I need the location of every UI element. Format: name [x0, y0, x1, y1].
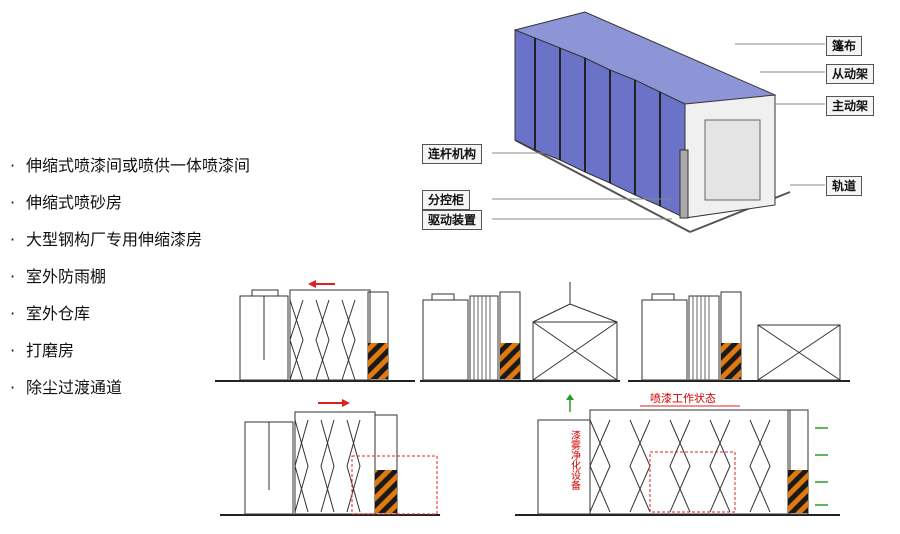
- callout-leaders: [492, 43, 825, 220]
- feature-item: · 室外仓库: [10, 304, 250, 341]
- schematic-extend: [220, 399, 440, 516]
- feature-text: 打磨房: [26, 341, 75, 360]
- feature-item: · 大型钢构厂专用伸缩漆房: [10, 230, 250, 267]
- bullet-dot: ·: [10, 230, 16, 249]
- feature-text: 伸缩式喷砂房: [26, 193, 123, 212]
- schematic-retract: [215, 280, 415, 382]
- booth-3d-illustration: [513, 11, 791, 233]
- feature-text: 伸缩式喷漆间或喷供一体喷漆间: [26, 156, 251, 175]
- bullet-dot: ·: [10, 378, 16, 397]
- callout-driven-frame: 从动架: [826, 64, 875, 84]
- callout-drive-unit: 驱动装置: [422, 210, 483, 230]
- schematic-retracted-lift: [420, 282, 620, 382]
- bullet-dot: ·: [10, 156, 16, 175]
- feature-text: 大型钢构厂专用伸缩漆房: [26, 230, 203, 249]
- feature-item: · 伸缩式喷漆间或喷供一体喷漆间: [10, 156, 250, 193]
- feature-item: · 室外防雨棚: [10, 267, 250, 304]
- callout-canopy: 篷布: [826, 36, 863, 56]
- bullet-dot: ·: [10, 193, 16, 212]
- feature-list: · 伸缩式喷漆间或喷供一体喷漆间 · 伸缩式喷砂房 · 大型钢构厂专用伸缩漆房 · 室外…: [10, 156, 250, 415]
- bullet-dot: ·: [10, 304, 16, 323]
- bullet-dot: ·: [10, 267, 16, 286]
- callout-track: 轨道: [826, 176, 863, 196]
- callout-linkage: 连杆机构: [422, 144, 483, 164]
- bullet-dot: ·: [10, 341, 16, 360]
- feature-item: · 打磨房: [10, 341, 250, 378]
- schematic-box-placed: [628, 291, 850, 382]
- schematic-working: 喷漆工作状态 漆雾净化设备: [515, 391, 840, 516]
- feature-text: 室外仓库: [26, 304, 91, 323]
- purifier-label: 漆雾净化设备: [569, 429, 581, 491]
- callout-control-cabinet: 分控柜: [422, 190, 471, 210]
- feature-item: · 伸缩式喷砂房: [10, 193, 250, 230]
- feature-text: 室外防雨棚: [26, 267, 107, 286]
- working-state-label: 喷漆工作状态: [650, 391, 716, 405]
- feature-item: · 除尘过渡通道: [10, 378, 250, 415]
- feature-text: 除尘过渡通道: [26, 378, 123, 397]
- callout-main-frame: 主动架: [826, 96, 875, 116]
